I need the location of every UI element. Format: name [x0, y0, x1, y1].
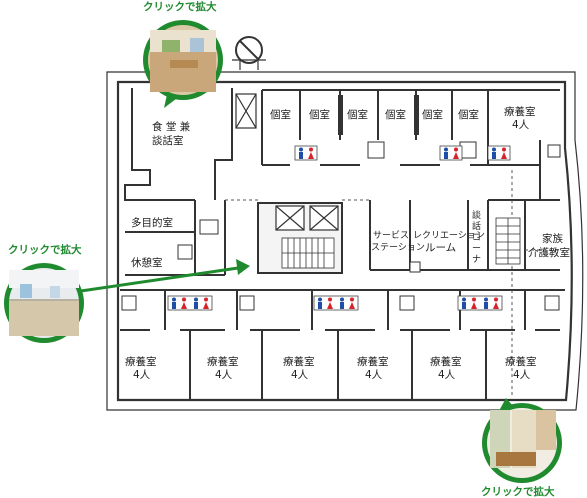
left-callout-label[interactable]: クリックで拡大 — [8, 243, 82, 256]
label-ward-b2-1: 療養室 — [207, 355, 239, 368]
toilet-sign-bottom-2 — [313, 295, 359, 311]
label-dining-1: 食 堂 兼 — [152, 120, 191, 133]
toilet-sign-bottom-3 — [457, 295, 503, 311]
label-talk-2: 話 — [472, 220, 481, 232]
label-talk-5: ナ — [472, 254, 481, 265]
toilet-signs — [167, 145, 511, 311]
label-private-2: 個室 — [309, 108, 330, 121]
room-dividers — [338, 95, 419, 135]
left-photo-callout[interactable] — [4, 263, 84, 343]
label-talk-3: コ — [472, 233, 481, 243]
label-talk-6: ー — [472, 266, 481, 276]
label-ward-b3-2: 4人 — [291, 369, 309, 381]
label-ward-b2-2: 4人 — [215, 369, 233, 381]
label-ward-b4-1: 療養室 — [357, 355, 389, 368]
toilet-sign-bottom-1 — [167, 295, 213, 311]
label-recreation-2: ルーム — [425, 242, 456, 254]
label-ward-top-right-2: 4人 — [512, 119, 530, 131]
label-private-5: 個室 — [422, 108, 443, 121]
label-ward-b6-1: 療養室 — [505, 355, 537, 368]
label-multipurpose: 多目的室 — [131, 216, 173, 229]
label-family-1: 家族 — [542, 232, 563, 245]
label-ward-b3-1: 療養室 — [283, 355, 315, 368]
top-callout-label[interactable]: クリックで拡大 — [143, 0, 217, 13]
left-callout-arrow — [73, 259, 250, 294]
label-ward-b5-1: 療養室 — [430, 355, 462, 368]
dashed-lines — [225, 170, 560, 395]
bottom-photo-callout[interactable] — [482, 398, 562, 483]
label-family-2: 介護教室 — [528, 246, 570, 259]
toilet-sign-top-1 — [294, 145, 318, 161]
label-private-3: 個室 — [347, 108, 368, 121]
label-talk-4: ー — [472, 244, 481, 254]
label-private-4: 個室 — [385, 108, 406, 121]
label-ward-b4-2: 4人 — [365, 369, 383, 381]
toilet-sign-top-2 — [439, 145, 463, 161]
label-ward-b1-2: 4人 — [133, 369, 151, 381]
bottom-callout-label[interactable]: クリックで拡大 — [481, 485, 555, 498]
label-talk-1: 談 — [472, 209, 481, 221]
label-service-1: サービス — [373, 230, 409, 241]
toilet-sign-top-3 — [487, 145, 511, 161]
label-recreation-1: レクリエーション — [413, 230, 485, 241]
label-ward-top-right-1: 療養室 — [504, 105, 536, 118]
room-labels: 食 堂 兼 談話室 個室 個室 個室 個室 個室 個室 療養室 4人 多目的室 … — [125, 105, 570, 381]
compass-symbol — [232, 36, 266, 70]
label-private-6: 個室 — [458, 108, 479, 121]
fixtures — [121, 141, 561, 311]
label-rest: 休憩室 — [131, 256, 163, 269]
label-ward-b1-1: 療養室 — [125, 355, 157, 368]
label-service-2: ステーション — [371, 242, 425, 253]
label-ward-b6-2: 4人 — [513, 369, 531, 381]
elevator-icons — [235, 93, 339, 231]
top-photo-callout[interactable] — [143, 20, 223, 108]
label-dining-2: 談話室 — [152, 134, 184, 147]
label-ward-b5-2: 4人 — [438, 369, 456, 381]
label-private-1: 個室 — [270, 108, 291, 121]
staircase — [281, 217, 521, 269]
